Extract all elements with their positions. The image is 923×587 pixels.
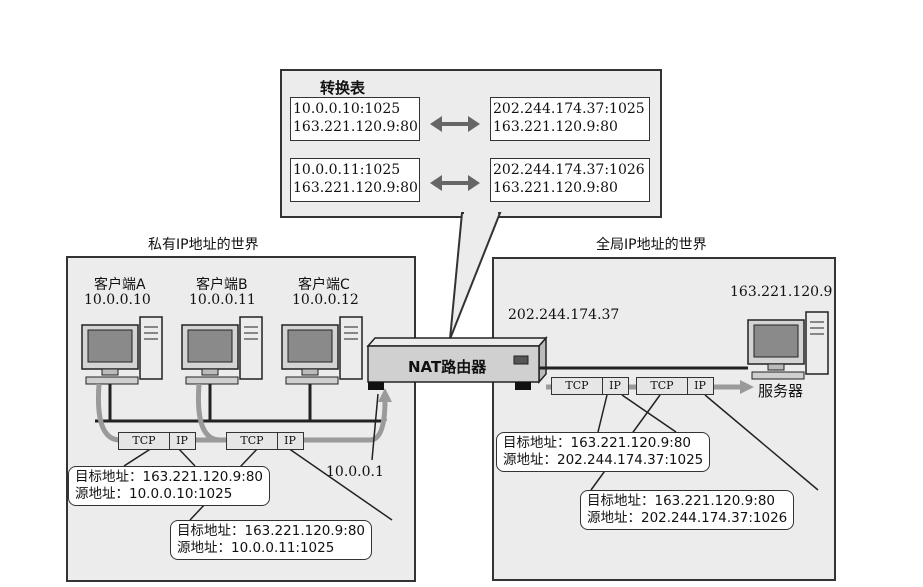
nat-router-label: NAT路由器	[408, 358, 487, 376]
client-a-name: 客户端A	[94, 277, 146, 293]
packet-b-src: 源地址：10.0.0.11:1025	[177, 540, 335, 556]
global-world-title: 全局IP地址的世界	[596, 237, 707, 253]
packet-global-2-address-callout: 目标地址：163.221.120.9:80 源地址：202.244.174.37…	[580, 490, 795, 530]
packet-tcp-label: TCP	[565, 379, 589, 392]
router-inside-ip: 10.0.0.1	[326, 464, 384, 480]
packet-a: TCP IP	[118, 432, 196, 450]
client-b-name: 客户端B	[196, 277, 248, 293]
table-row-1-private: 10.0.0.10:1025 163.221.120.9:80	[290, 97, 420, 141]
client-b-computer-icon	[181, 316, 263, 385]
packet-global-1: TCP IP	[551, 377, 629, 395]
nat-router-icon	[366, 336, 548, 390]
table-row-2-global: 202.244.174.37:1026 163.221.120.9:80	[490, 158, 650, 202]
table-row-1-global: 202.244.174.37:1025 163.221.120.9:80	[490, 97, 650, 141]
packet-b-address-callout: 目标地址：163.221.120.9:80 源地址：10.0.0.11:1025	[170, 520, 372, 560]
packet-global-2: TCP IP	[636, 377, 714, 395]
packet-b-dst: 目标地址：163.221.120.9:80	[177, 523, 365, 539]
packet-a-dst: 目标地址：163.221.120.9:80	[75, 469, 263, 485]
server-ip: 163.221.120.9	[730, 284, 833, 300]
packet-global-1-dst: 目标地址：163.221.120.9:80	[503, 435, 691, 451]
table-row-2-private: 10.0.0.11:1025 163.221.120.9:80	[290, 158, 420, 202]
client-c-ip: 10.0.0.12	[292, 292, 359, 308]
packet-tcp-label: TCP	[132, 434, 156, 447]
packet-global-1-src: 源地址：202.244.174.37:1025	[503, 452, 704, 468]
packet-global-1-address-callout: 目标地址：163.221.120.9:80 源地址：202.244.174.37…	[496, 432, 711, 472]
packet-a-src: 源地址：10.0.0.10:1025	[75, 486, 233, 502]
packet-b: TCP IP	[226, 432, 304, 450]
packet-a-address-callout: 目标地址：163.221.120.9:80 源地址：10.0.0.10:1025	[68, 466, 270, 506]
server-computer-icon	[747, 311, 829, 380]
client-b-ip: 10.0.0.11	[189, 292, 256, 308]
packet-tcp-label: TCP	[240, 434, 264, 447]
packet-tcp-label: TCP	[650, 379, 674, 392]
packet-global-2-src: 源地址：202.244.174.37:1026	[587, 510, 788, 526]
packet-ip-label: IP	[687, 378, 712, 394]
packet-ip-label: IP	[602, 378, 627, 394]
packet-ip-label: IP	[169, 433, 194, 449]
client-a-computer-icon	[81, 316, 163, 385]
client-c-name: 客户端C	[298, 277, 350, 293]
router-outside-ip: 202.244.174.37	[508, 307, 620, 323]
translation-table-title: 转换表	[320, 79, 366, 97]
private-world-title: 私有IP地址的世界	[148, 237, 259, 253]
packet-global-2-dst: 目标地址：163.221.120.9:80	[587, 493, 775, 509]
packet-ip-label: IP	[277, 433, 302, 449]
server-label: 服务器	[758, 382, 804, 400]
bidirectional-arrow-1-icon	[430, 116, 480, 132]
client-a-ip: 10.0.0.10	[84, 292, 151, 308]
client-c-computer-icon	[281, 316, 363, 385]
bidirectional-arrow-2-icon	[430, 175, 480, 191]
